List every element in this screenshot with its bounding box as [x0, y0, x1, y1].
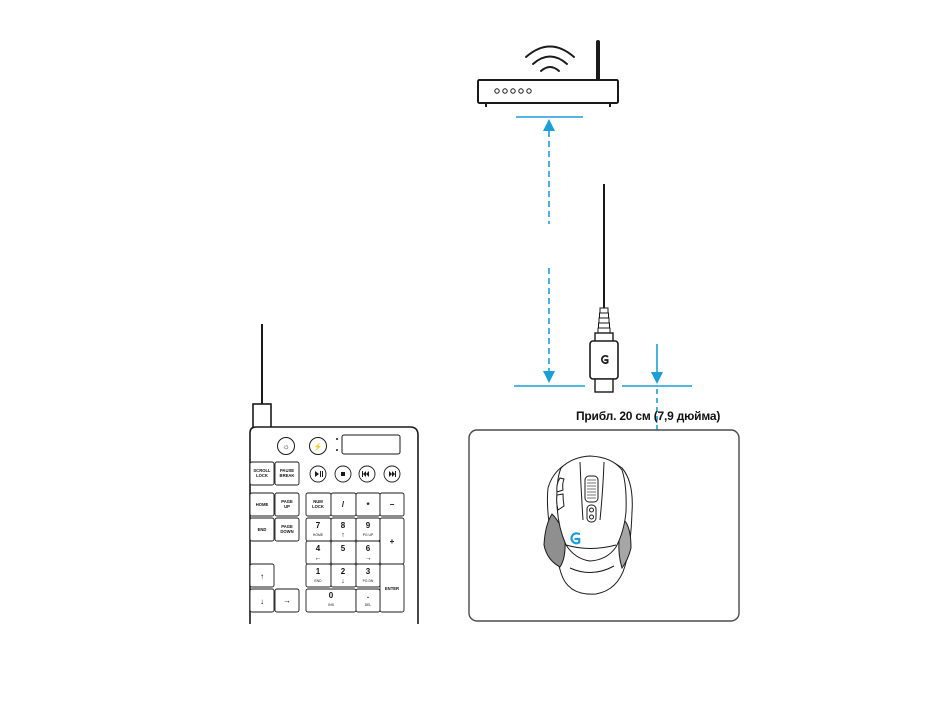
n1-label: 1 — [316, 567, 321, 576]
indicator-led-1 — [336, 438, 338, 440]
distance-label: Прибл. 20 см (7,9 дюйма) — [576, 409, 720, 423]
plus-label: + — [390, 537, 395, 546]
svg-text:☼: ☼ — [282, 442, 289, 451]
n5-label: 5 — [341, 544, 346, 553]
keyboard: ☼ ⚡ — [250, 324, 418, 624]
n1-sub-label: END — [314, 579, 322, 583]
indicator-led-2 — [336, 449, 338, 451]
n4-label: 4 — [316, 544, 321, 553]
stop-icon — [341, 472, 345, 476]
enter-label: ENTER — [385, 586, 399, 591]
dot-sub-label: DEL — [365, 603, 372, 607]
arrow-up-glyph-icon: ↑ — [260, 572, 264, 581]
end-label: END — [258, 527, 267, 532]
n9-label: 9 — [366, 521, 371, 530]
n2-arrow-icon: ↓ — [341, 578, 345, 585]
scroll-lock-label-2: LOCK — [256, 473, 268, 478]
n0-sub-label: INS — [328, 603, 334, 607]
pause-label-2: BREAK — [280, 473, 295, 478]
cable-strain-relief — [598, 308, 610, 333]
n8-label: 8 — [341, 521, 346, 530]
arrow-up-to-router-icon — [543, 119, 555, 131]
home-label: HOME — [256, 502, 269, 507]
router-icon — [478, 42, 618, 107]
n9-sub-label: PG UP — [363, 533, 374, 537]
n6-label: 6 — [366, 544, 371, 553]
n6-arrow-icon: → — [365, 555, 372, 562]
n2-label: 2 — [341, 567, 346, 576]
dot-label: . — [367, 591, 369, 600]
keyboard-cable-connector — [253, 404, 271, 430]
n7-sub-label: HOME — [313, 533, 324, 537]
usb-receiver-icon — [590, 341, 618, 392]
minus-label: − — [390, 500, 395, 509]
arrow-right-glyph-icon: → — [283, 596, 291, 605]
n3-sub-label: PG DN — [363, 579, 374, 583]
wifi-signal-icon — [526, 47, 574, 72]
n4-arrow-icon: ← — [315, 555, 322, 562]
n8-arrow-icon: ↑ — [341, 532, 345, 539]
num-lock-label-2: LOCK — [312, 504, 324, 509]
keyboard-display — [342, 435, 400, 454]
svg-text:⚡: ⚡ — [314, 442, 323, 451]
arrow-down-to-line-icon — [651, 372, 663, 384]
usb-receiver-with-extension — [590, 184, 618, 392]
page-down-label-2: DOWN — [280, 529, 293, 534]
arrow-down-glyph-icon: ↓ — [260, 597, 264, 606]
page-up-label-2: UP — [284, 504, 290, 509]
n3-label: 3 — [366, 567, 371, 576]
arrow-down-to-receiver-icon — [543, 371, 555, 383]
n7-label: 7 — [316, 521, 321, 530]
n0-label: 0 — [329, 591, 334, 600]
router — [478, 42, 618, 107]
